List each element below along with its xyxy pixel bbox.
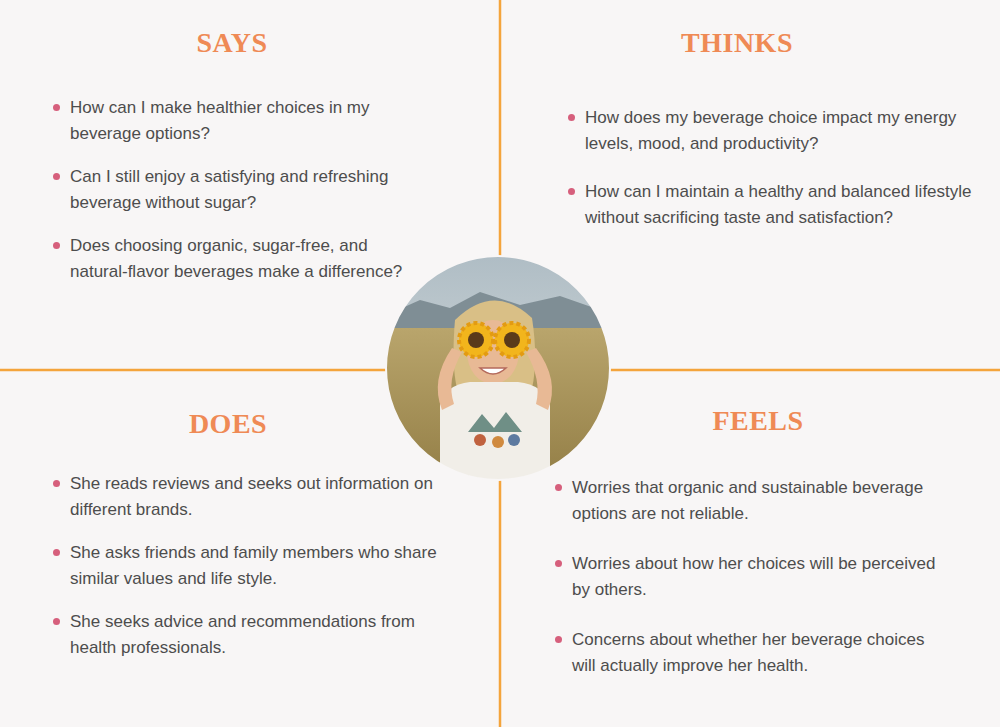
bullet-list: How does my beverage choice impact my en… <box>585 105 975 231</box>
bullet-item: She asks friends and family members who … <box>70 540 440 592</box>
bullet-text: Does choosing organic, sugar-free, and n… <box>70 233 410 285</box>
photo-rim <box>386 256 610 480</box>
bullet-dot <box>53 618 60 625</box>
bullet-dot <box>555 636 562 643</box>
bullet-text: How does my beverage choice impact my en… <box>585 105 975 157</box>
bullet-item: Can I still enjoy a satisfying and refre… <box>70 164 410 216</box>
bullet-dot <box>555 484 562 491</box>
bullet-list: She reads reviews and seeks out informat… <box>70 471 440 661</box>
arm <box>526 348 552 410</box>
bullet-item: How does my beverage choice impact my en… <box>585 105 975 157</box>
bullet-dot <box>53 104 60 111</box>
shirt-print <box>468 412 522 448</box>
bullet-dot <box>568 188 575 195</box>
quadrant-panel: DOES She reads reviews and seeks out info… <box>0 370 500 727</box>
portrait-photo <box>380 250 620 500</box>
bullet-list: How can I make healthier choices in my b… <box>70 95 410 285</box>
bullet-dot <box>53 549 60 556</box>
quadrant-heading: FEELS <box>608 404 908 438</box>
bullet-item: How can I make healthier choices in my b… <box>70 95 410 147</box>
smile <box>480 368 506 374</box>
sunflower <box>495 323 529 357</box>
quadrant-heading: SAYS <box>82 26 382 60</box>
arm <box>438 348 462 410</box>
bullet-dot <box>53 242 60 249</box>
bullet-text: She seeks advice and recommendations fro… <box>70 609 440 661</box>
bullet-text: Concerns about whether her beverage choi… <box>572 627 952 679</box>
quadrant-heading: THINKS <box>587 26 887 60</box>
quadrant-panel: FEELS Worries that organic and sustainabl… <box>500 370 1000 727</box>
bullet-item: Concerns about whether her beverage choi… <box>572 627 952 679</box>
quadrant-heading: DOES <box>78 407 378 441</box>
bullet-item: Worries about how her choices will be pe… <box>572 551 952 603</box>
bullet-dot <box>53 480 60 487</box>
bullet-item: Worries that organic and sustainable bev… <box>572 475 952 527</box>
bullet-list: Worries that organic and sustainable bev… <box>572 475 952 679</box>
bullet-item: How can I maintain a healthy and balance… <box>585 179 975 231</box>
bullet-dot <box>555 560 562 567</box>
quadrant-panel: THINKS How does my beverage choice impact… <box>500 0 1000 370</box>
bullet-text: Worries that organic and sustainable bev… <box>572 475 952 527</box>
bullet-text: Worries about how her choices will be pe… <box>572 551 952 603</box>
bullet-item: She seeks advice and recommendations fro… <box>70 609 440 661</box>
bullet-text: How can I make healthier choices in my b… <box>70 95 410 147</box>
bullet-item: Does choosing organic, sugar-free, and n… <box>70 233 410 285</box>
bullet-text: How can I maintain a healthy and balance… <box>585 179 975 231</box>
quadrant-panel: SAYS How can I make healthier choices in … <box>0 0 500 370</box>
bullet-dot <box>568 114 575 121</box>
sunflower <box>459 323 493 357</box>
t-shirt <box>440 382 550 500</box>
bullet-text: She asks friends and family members who … <box>70 540 440 592</box>
bullet-dot <box>53 173 60 180</box>
bullet-item: She reads reviews and seeks out informat… <box>70 471 440 523</box>
bullet-text: She reads reviews and seeks out informat… <box>70 471 440 523</box>
bullet-text: Can I still enjoy a satisfying and refre… <box>70 164 410 216</box>
